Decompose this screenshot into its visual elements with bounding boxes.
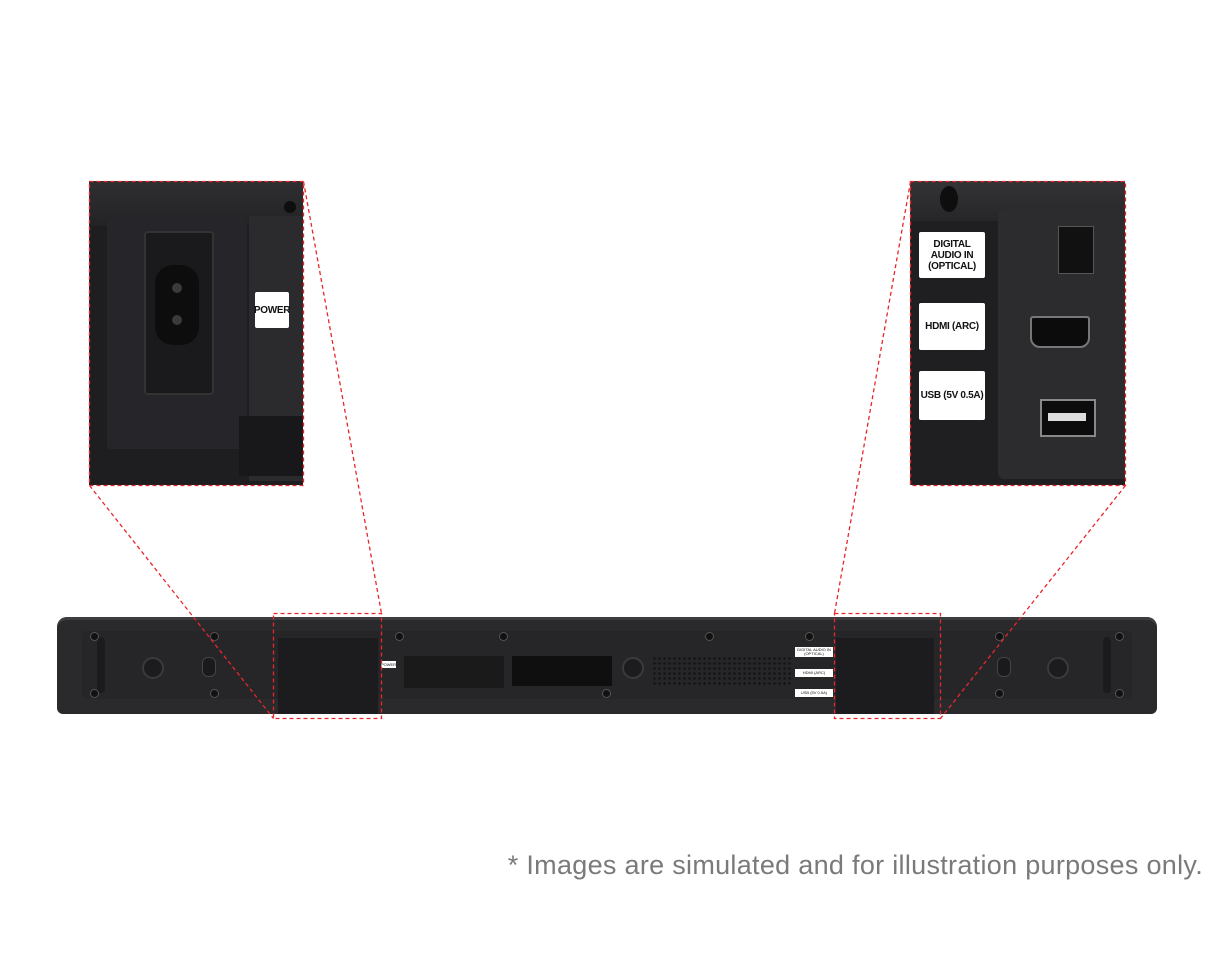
- hdmi-label: HDMI (ARC): [919, 303, 985, 350]
- regulatory-label: [404, 656, 504, 688]
- soundbar-rear: POWER DIGITAL AUDIO IN (OPTICAL) HDMI (A…: [57, 617, 1157, 714]
- vent-grille: [652, 656, 792, 686]
- usb-port-icon: [1040, 399, 1096, 437]
- disclaimer-caption: * Images are simulated and for illustrat…: [507, 850, 1203, 880]
- optical-label: DIGITAL AUDIO IN (OPTICAL): [919, 232, 985, 278]
- left-inset-frame: [88, 180, 305, 487]
- left-callout-line-2: [302, 181, 383, 614]
- right-callout-line-2: [939, 485, 1127, 719]
- left-callout-line-1: [88, 485, 275, 719]
- right-callout-line-1: [833, 181, 912, 614]
- soundbar-usb-label: USB (5V 0.5A): [795, 689, 833, 697]
- soundbar-optical-label: DIGITAL AUDIO IN (OPTICAL): [795, 647, 833, 657]
- right-inset-ports-closeup: DIGITAL AUDIO IN (OPTICAL) HDMI (ARC) US…: [910, 181, 1125, 485]
- power-label: POWER: [254, 292, 290, 328]
- usb-label: USB (5V 0.5A): [919, 371, 985, 420]
- left-highlight-box: [272, 612, 383, 720]
- right-highlight-box: [833, 612, 942, 720]
- soundbar-power-label: POWER: [380, 661, 397, 668]
- optical-port-icon: [1058, 226, 1094, 274]
- left-inset-power-closeup: POWER: [89, 181, 303, 485]
- hdmi-port-icon: [1030, 316, 1090, 348]
- soundbar-hdmi-label: HDMI (ARC): [795, 669, 833, 677]
- power-socket-icon: [144, 231, 214, 395]
- right-inset-frame: [909, 180, 1127, 487]
